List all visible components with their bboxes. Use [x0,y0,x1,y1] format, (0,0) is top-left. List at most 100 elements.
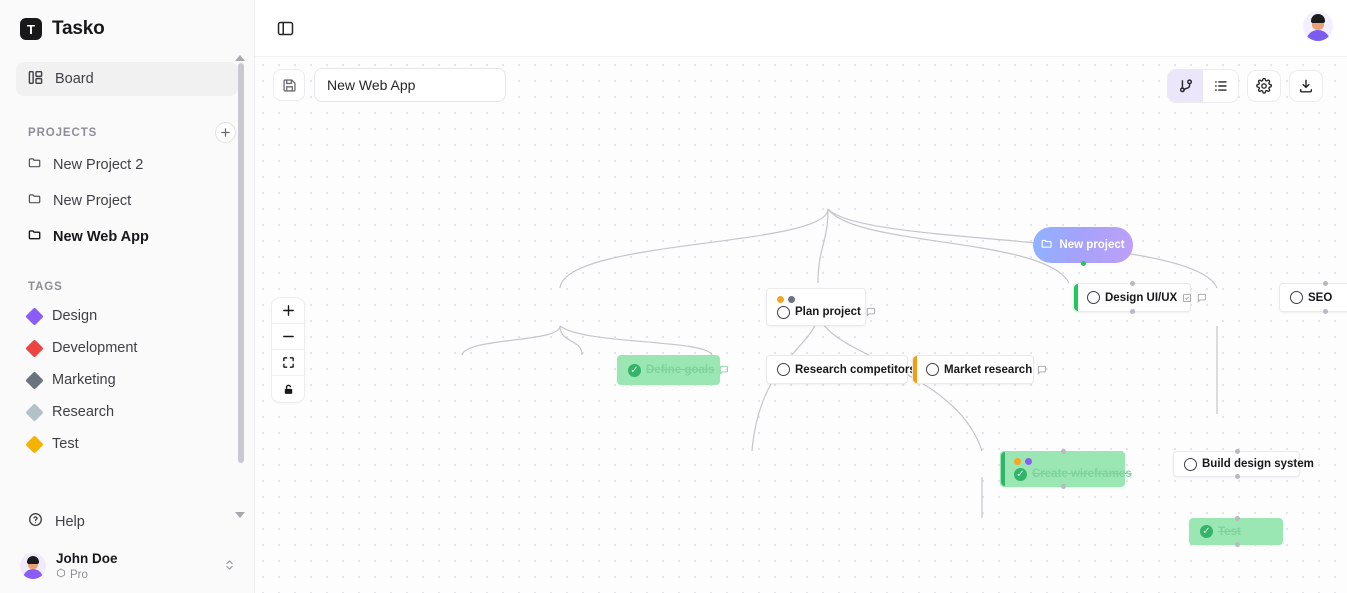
mindmap-root-node[interactable]: New project [1033,227,1133,266]
sidebar-tag-design[interactable]: Design [0,303,254,329]
sidebar-project-new-project[interactable]: New Project [0,187,254,215]
node-handle-bottom[interactable] [1235,542,1240,547]
node-handle-top[interactable] [1235,449,1240,454]
node-handle-bottom[interactable] [1081,261,1086,266]
node-tag-dots [1014,457,1114,465]
node-accent-stripe [1074,284,1078,311]
node-checkbox[interactable] [777,363,790,376]
view-toolbar [1167,69,1323,103]
zoom-in-button[interactable] [272,298,304,324]
mindmap-node-seo[interactable]: SEO [1279,281,1347,314]
project-label: New Project [53,193,132,209]
logo-icon: T [20,18,42,40]
node-checkbox[interactable] [777,305,790,319]
tag-label: Marketing [52,372,116,388]
node-checkbox[interactable] [1184,457,1197,471]
toggle-sidebar-button[interactable] [269,12,301,44]
user-avatar[interactable] [1303,11,1333,41]
sidebar-tag-marketing[interactable]: Marketing [0,367,254,393]
mindmap-node-design-ui-ux[interactable]: Design UI/UX [1073,281,1207,314]
node-accent-stripe [913,356,917,383]
box-icon [56,568,66,581]
node-checkbox[interactable]: ✓ [628,363,641,377]
help-circle-icon [28,512,43,531]
download-button[interactable] [1289,70,1323,102]
node-label: Research competitors [795,363,916,376]
node-checkbox[interactable] [926,363,939,376]
chevron-up-down-icon[interactable] [224,558,235,575]
node-checkbox[interactable] [1290,291,1303,304]
settings-button[interactable] [1247,70,1281,102]
user-plan: Pro [56,568,118,581]
node-checkbox[interactable]: ✓ [1200,525,1213,538]
brand-name: Tasko [52,18,105,39]
tag-color-swatch [25,370,44,390]
node-handle-bottom[interactable] [1061,484,1066,489]
node-handle-bottom[interactable] [1323,309,1328,314]
sidebar-tag-development[interactable]: Development [0,335,254,361]
document-title-input[interactable] [314,68,506,102]
sidebar-tag-test[interactable]: Test [0,431,254,457]
main-area: New project Plan project [255,0,1347,593]
tag-label: Development [52,340,138,356]
fit-view-button[interactable] [272,350,304,376]
list-view-button[interactable] [1203,70,1238,102]
mindmap-node-test[interactable]: ✓ Test [1189,516,1283,547]
tag-color-swatch [25,338,44,358]
mindmap-node-define-goals[interactable]: ✓ Define goals [617,355,729,385]
node-label: Market research [944,363,1033,376]
sidebar-scroll-down-arrow[interactable] [235,512,245,518]
tag-dot [788,295,795,303]
mindmap-node-market-research[interactable]: Market research [912,355,1047,384]
save-button[interactable] [273,69,305,101]
node-checkbox[interactable] [1087,291,1100,304]
folder-icon [28,156,42,174]
node-label: Define goals [646,364,715,376]
mindmap-canvas[interactable]: New project Plan project [255,57,1347,593]
comment-icon[interactable] [1197,293,1207,303]
comment-icon[interactable] [1037,365,1047,375]
node-handle-bottom[interactable] [1235,474,1240,479]
mindmap-node-build-design-system[interactable]: Build design system [1173,449,1314,479]
mindmap-view-button[interactable] [1168,70,1203,102]
tag-label: Design [52,308,98,324]
mindmap-node-create-wireframes[interactable]: ✓ Create wireframes [1000,449,1132,489]
brand: T Tasko [0,0,254,40]
sidebar-item-board[interactable]: Board [16,62,238,96]
sidebar-item-help[interactable]: Help [0,512,113,531]
mindmap-node-research-competitors[interactable]: Research competitors [766,355,916,384]
note-icon[interactable] [1182,293,1192,303]
node-handle-top[interactable] [1235,516,1240,521]
add-project-button[interactable] [215,122,236,143]
lock-canvas-button[interactable] [272,376,304,402]
sidebar-project-new-project-2[interactable]: New Project 2 [0,151,254,179]
project-label: New Web App [53,229,149,245]
sidebar-tag-research[interactable]: Research [0,399,254,425]
tag-color-swatch [25,434,44,454]
node-handle-top[interactable] [1130,281,1135,286]
project-label: New Project 2 [53,157,144,173]
comment-icon[interactable] [719,365,729,375]
node-handle-bottom[interactable] [1130,309,1135,314]
sidebar-project-new-web-app[interactable]: New Web App [0,223,254,251]
node-handle-top[interactable] [1323,281,1328,286]
tag-dot [1025,457,1032,465]
node-handle-top[interactable] [1061,449,1066,454]
mindmap-node-plan-project[interactable]: Plan project [766,288,875,326]
tag-label: Research [52,404,115,420]
comment-icon[interactable] [866,307,876,317]
node-label: Create wireframes [1032,468,1132,480]
sidebar-item-label: Board [55,71,94,87]
tags-section-header: TAGS [28,281,236,293]
zoom-out-button[interactable] [272,324,304,350]
node-tag-dots [777,295,855,303]
topbar [255,0,1347,57]
user-profile-button[interactable]: John Doe Pro [0,551,255,581]
sidebar-scrollbar-thumb[interactable] [238,63,244,463]
sidebar-scroll-up-arrow[interactable] [235,55,245,61]
node-checkbox[interactable]: ✓ [1014,467,1027,481]
projects-section-header: PROJECTS [28,122,236,143]
tag-dot [1014,457,1021,465]
tag-color-swatch [25,306,44,326]
sidebar-item-label: Help [55,513,85,530]
